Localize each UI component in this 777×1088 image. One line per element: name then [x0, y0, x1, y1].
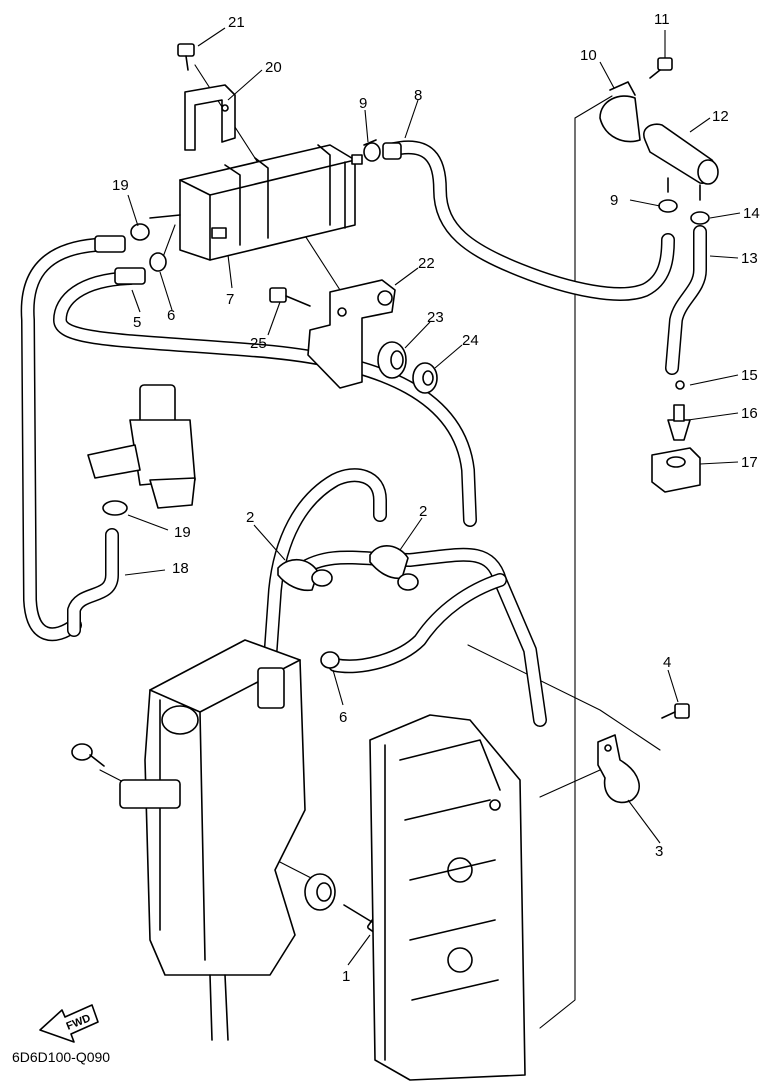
engine-block [369, 714, 526, 1081]
callout-9-right: 9 [610, 192, 618, 209]
clip-9-right [658, 199, 678, 213]
callout-25: 25 [250, 335, 267, 352]
callout-19-lower: 19 [174, 524, 191, 541]
valve-15-16 [667, 380, 691, 441]
callout-13: 13 [741, 250, 758, 267]
vapor-separator [119, 639, 306, 1041]
callout-7: 7 [226, 291, 234, 308]
hose-8 [382, 140, 675, 301]
bracket-20 [184, 84, 236, 151]
bolt-21 [177, 43, 195, 71]
filter-12 [643, 123, 719, 201]
callout-3: 3 [655, 843, 663, 860]
callout-12: 12 [712, 108, 729, 125]
hose-loop-5 [20, 235, 477, 642]
middle-hoses [263, 468, 547, 727]
clamp-2-right [369, 545, 419, 591]
clip-9-upper [363, 139, 381, 162]
callout-9: 9 [359, 95, 367, 112]
callout-6-lower: 6 [339, 709, 347, 726]
clip-6-upper [149, 252, 167, 272]
collar-24 [412, 362, 438, 394]
hose-18 [67, 528, 119, 637]
callout-15: 15 [741, 367, 758, 384]
callout-11: 11 [654, 11, 670, 28]
callout-10: 10 [580, 47, 597, 64]
bolt-left [71, 743, 105, 767]
clip-19-upper [130, 223, 150, 241]
callout-8: 8 [414, 87, 422, 104]
clip-19-lower [102, 500, 128, 516]
clamp-2-left [277, 559, 333, 592]
clip-6-lower [320, 651, 340, 669]
hose-13 [665, 225, 707, 375]
callouts: 21 20 9 8 10 11 12 9 14 13 15 16 17 19 5… [112, 11, 760, 985]
callout-24: 24 [462, 332, 479, 349]
callout-5: 5 [133, 314, 141, 331]
callout-leaders [124, 27, 741, 966]
bolt-25 [269, 287, 311, 307]
callout-2-left: 2 [246, 509, 254, 526]
valve-assembly [87, 384, 196, 509]
callout-18: 18 [172, 560, 189, 577]
callout-19: 19 [112, 177, 129, 194]
callout-20: 20 [265, 59, 282, 76]
callout-1: 1 [342, 968, 350, 985]
callout-22: 22 [418, 255, 435, 272]
diagram-code: 6D6D100-Q090 [12, 1049, 110, 1065]
callout-23: 23 [427, 309, 444, 326]
callout-17: 17 [741, 454, 758, 471]
clamp-3 [597, 734, 640, 804]
callout-16: 16 [741, 405, 758, 422]
grommet-23 [377, 341, 407, 379]
callout-2-right: 2 [419, 503, 427, 520]
clamp-10 [599, 81, 641, 143]
cap-17 [651, 447, 701, 493]
callout-14: 14 [743, 205, 760, 222]
bracket-22 [307, 279, 396, 389]
callout-21: 21 [228, 14, 245, 31]
bolt-11 [649, 57, 673, 79]
canister-7 [149, 144, 363, 261]
callout-6: 6 [167, 307, 175, 324]
bolt-4 [661, 703, 690, 719]
fwd-arrow-icon [39, 1004, 99, 1043]
grommet-lower [304, 873, 336, 911]
clip-14 [690, 211, 710, 225]
callout-4: 4 [663, 654, 671, 671]
